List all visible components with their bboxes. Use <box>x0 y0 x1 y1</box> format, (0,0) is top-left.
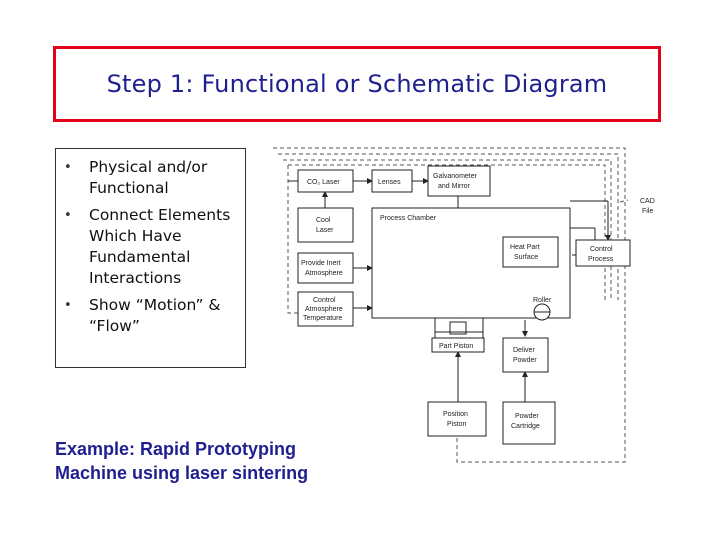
schematic-diagram: CO₂ Laser Lenses Galvanometer and Mirror… <box>273 147 655 463</box>
label-control-atmos-1: Control <box>313 297 336 304</box>
bullet-dot-icon: • <box>64 298 72 313</box>
box-heat-part <box>502 236 559 268</box>
label-provide-inert-2: Atmosphere <box>305 270 343 277</box>
box-control-atmosphere <box>297 291 354 327</box>
label-cool-laser-2: Laser <box>316 227 334 234</box>
label-heat-part-2: Surface <box>514 254 538 261</box>
label-control-process-1: Control <box>590 246 613 253</box>
bullet-list: • Physical and/or Functional • Connect Ele… <box>56 149 245 337</box>
label-roller: Roller <box>533 297 552 304</box>
label-position-piston-1: Position <box>443 411 468 418</box>
bullet-item: • Show “Motion” & “Flow” <box>56 295 245 337</box>
box-deliver-powder <box>502 337 549 373</box>
label-powder-cartridge-1: Powder <box>515 413 539 420</box>
box-co2-laser <box>297 169 354 193</box>
box-position-piston <box>427 401 487 437</box>
label-co2-laser: CO₂ Laser <box>307 179 340 186</box>
label-galvanometer-2: and Mirror <box>438 183 471 190</box>
box-powder-cartridge <box>502 401 556 445</box>
bullet-dot-icon: • <box>64 160 72 175</box>
label-position-piston-2: Piston <box>447 421 467 428</box>
box-control-process <box>575 239 631 267</box>
example-caption: Example: Rapid Prototyping Machine using… <box>55 439 309 483</box>
build-part-icon <box>449 321 467 335</box>
title-box: Step 1: Functional or Schematic Diagram <box>53 46 661 122</box>
label-provide-inert-1: Provide Inert <box>301 260 341 267</box>
slide-title: Step 1: Functional or Schematic Diagram <box>106 70 608 98</box>
label-cool-laser-1: Cool <box>316 217 331 224</box>
roller-group <box>533 303 551 321</box>
bullet-box: • Physical and/or Functional • Connect Ele… <box>55 148 246 368</box>
build-chamber-outline <box>434 317 484 339</box>
dashed-cad-tick <box>619 199 629 203</box>
boxes <box>297 165 631 445</box>
bullet-text: Show “Motion” & “Flow” <box>89 296 221 335</box>
bullet-text: Physical and/or Functional <box>89 158 208 197</box>
bullet-item: • Connect Elements Which Have Fundamental… <box>56 205 245 289</box>
label-lenses: Lenses <box>378 179 401 186</box>
box-cool-laser <box>297 207 354 243</box>
piston-assembly <box>434 317 484 339</box>
label-deliver-powder-2: Powder <box>513 357 537 364</box>
label-part-piston: Part Piston <box>439 343 473 350</box>
label-galvanometer-1: Galvanometer <box>433 173 478 180</box>
dashed-loop-bottom <box>456 300 626 463</box>
bullet-text: Connect Elements Which Have Fundamental … <box>89 206 231 287</box>
box-galvanometer <box>427 165 491 197</box>
label-control-atmos-3: Temperature <box>303 315 342 322</box>
box-lenses <box>371 169 413 193</box>
label-deliver-powder-1: Deliver <box>513 347 535 354</box>
label-process-chamber: Process Chamber <box>380 215 437 222</box>
label-control-atmos-2: Atmosphere <box>305 306 343 313</box>
label-control-process-2: Process <box>588 256 614 263</box>
label-cad-file-1: CAD <box>640 198 655 205</box>
bullet-dot-icon: • <box>64 208 72 223</box>
box-provide-inert <box>297 252 354 284</box>
bullet-item: • Physical and/or Functional <box>56 157 245 199</box>
dashed-loop-left <box>287 165 298 314</box>
label-powder-cartridge-2: Cartridge <box>511 423 540 430</box>
label-cad-file-2: File <box>642 208 653 215</box>
dashed-loop-outer <box>273 147 626 300</box>
label-heat-part-1: Heat Part <box>510 244 540 251</box>
